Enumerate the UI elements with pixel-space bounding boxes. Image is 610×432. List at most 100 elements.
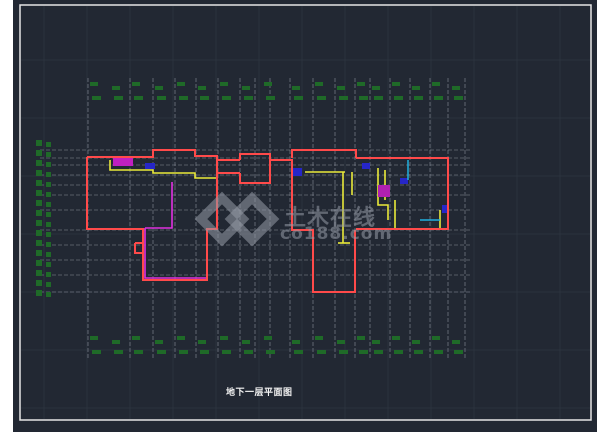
dimension-text	[46, 162, 51, 167]
dimension-text	[454, 350, 463, 354]
dimension-text	[294, 350, 303, 354]
dimension-text	[112, 340, 120, 344]
dimension-text	[36, 170, 42, 176]
dimension-text	[46, 152, 51, 157]
dimension-text	[46, 232, 51, 237]
dimension-text	[46, 192, 51, 197]
dimension-text	[179, 350, 188, 354]
dimension-text	[242, 340, 250, 344]
dimension-text	[90, 82, 98, 86]
dimension-text	[46, 262, 51, 267]
dimension-text	[294, 96, 303, 100]
dimension-text	[394, 350, 403, 354]
dimension-text	[36, 260, 42, 266]
dimension-text	[46, 212, 51, 217]
dimension-text	[46, 142, 51, 147]
drawing-frame	[19, 4, 592, 421]
dimension-text	[372, 86, 380, 90]
dimension-text	[177, 336, 185, 340]
dimension-text	[200, 96, 209, 100]
dimension-text	[36, 160, 42, 166]
dimension-text	[114, 96, 123, 100]
dimension-text	[222, 96, 231, 100]
dimension-text	[315, 82, 323, 86]
dimension-text	[198, 86, 206, 90]
dimension-text	[112, 86, 120, 90]
watermark-url: co188.com	[280, 224, 393, 244]
dimension-text	[36, 280, 42, 286]
dimension-text	[432, 336, 440, 340]
dimension-text	[177, 82, 185, 86]
dimension-text	[434, 96, 443, 100]
dimension-text	[222, 350, 231, 354]
watermark-logo	[194, 191, 280, 247]
dimension-text	[454, 96, 463, 100]
dimension-text	[46, 182, 51, 187]
dimension-text	[452, 340, 460, 344]
dimension-text	[359, 96, 368, 100]
axis-lines	[40, 78, 470, 360]
dimension-text	[200, 350, 209, 354]
cyan-lines	[407, 160, 440, 221]
dimension-text	[374, 96, 383, 100]
dimension-text	[132, 82, 140, 86]
dimension-text	[357, 336, 365, 340]
dimension-text	[46, 272, 51, 277]
dimension-text	[198, 340, 206, 344]
dimension-text	[157, 96, 166, 100]
dimension-text	[36, 190, 42, 196]
dimension-text	[432, 82, 440, 86]
dimension-text	[36, 210, 42, 216]
dimension-text	[114, 350, 123, 354]
dimension-text	[36, 230, 42, 236]
dimension-text	[46, 172, 51, 177]
dimension-text	[36, 220, 42, 226]
dimension-text	[374, 350, 383, 354]
dimension-text	[134, 350, 143, 354]
dimension-text	[414, 350, 423, 354]
dimension-text	[220, 336, 228, 340]
dimension-text	[292, 86, 300, 90]
dimension-text	[372, 340, 380, 344]
dimension-text	[264, 336, 272, 340]
dimension-text	[92, 96, 101, 100]
dimension-text	[357, 82, 365, 86]
dimension-text	[179, 96, 188, 100]
cad-model-space[interactable]	[13, 0, 597, 432]
dimension-text	[317, 96, 326, 100]
dimension-text	[46, 292, 51, 297]
dimension-text	[242, 86, 250, 90]
watermark-text: 土木在线	[284, 206, 377, 231]
dimension-text	[339, 350, 348, 354]
dimension-text	[36, 250, 42, 256]
dimension-text	[36, 270, 42, 276]
dimension-text	[412, 86, 420, 90]
dimension-text	[244, 96, 253, 100]
dimension-text	[359, 350, 368, 354]
dimension-text	[46, 242, 51, 247]
dimension-text	[36, 180, 42, 186]
dimension-text	[266, 350, 275, 354]
dimension-text	[46, 282, 51, 287]
drawing-title: 地下一层平面图	[226, 388, 293, 398]
dimension-text	[90, 336, 98, 340]
dimension-text	[292, 340, 300, 344]
magenta-partitions	[113, 158, 390, 279]
dimension-text	[337, 86, 345, 90]
dimension-text	[315, 336, 323, 340]
dimension-text	[36, 240, 42, 246]
dimension-text	[36, 290, 42, 296]
dimension-text	[392, 336, 400, 340]
dimension-text	[46, 252, 51, 257]
blue-fixtures	[145, 163, 448, 213]
dimension-text	[36, 200, 42, 206]
dimension-text	[434, 350, 443, 354]
background-grid	[21, 6, 590, 419]
dimension-text	[452, 86, 460, 90]
dimension-text	[337, 340, 345, 344]
dimension-text	[36, 150, 42, 156]
dimension-text	[394, 96, 403, 100]
dimension-text	[414, 96, 423, 100]
dimension-text	[157, 350, 166, 354]
